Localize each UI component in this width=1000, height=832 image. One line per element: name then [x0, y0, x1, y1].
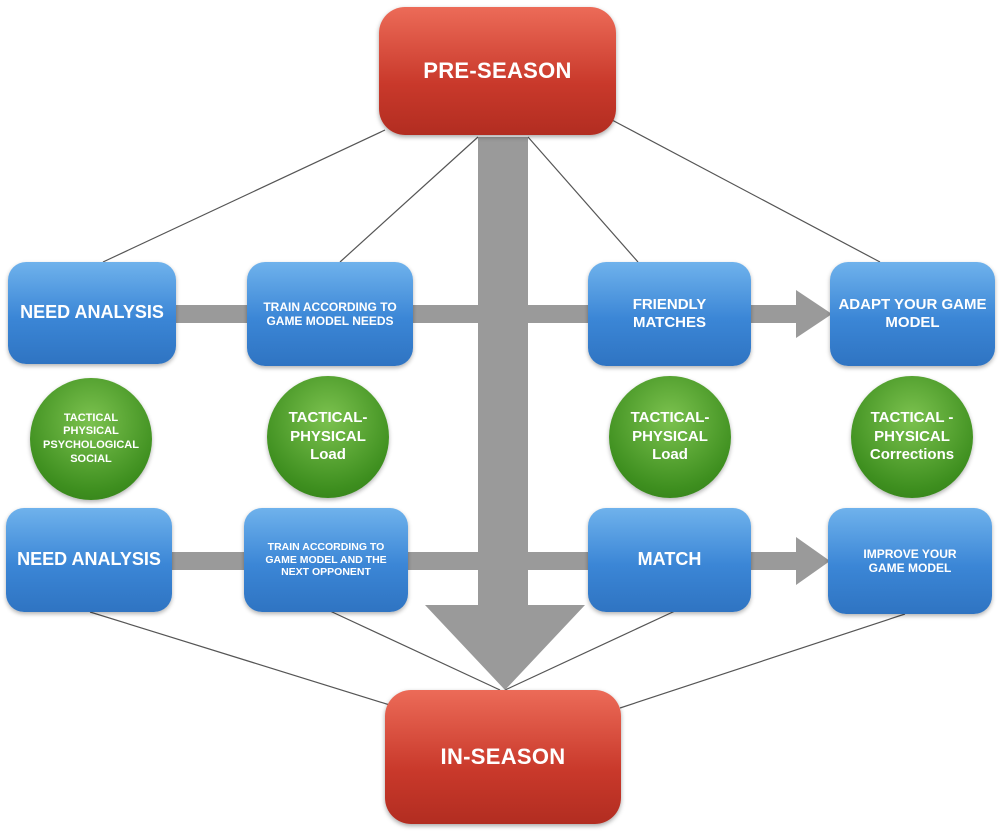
improve-game-model-label: IMPROVE YOUR GAME MODEL — [863, 546, 957, 575]
season-transition-arrow — [425, 137, 585, 690]
focus-circle-corrections: TACTICAL - PHYSICAL Corrections — [851, 376, 973, 498]
preseason-need-analysis-label: NEED ANALYSIS — [20, 302, 164, 323]
connector-line — [527, 136, 639, 263]
connector-line — [504, 610, 676, 691]
friendly-matches-box: FRIENDLY MATCHES — [588, 262, 751, 366]
in-season-box: IN-SEASON — [385, 690, 621, 824]
preseason-flow-arrowhead — [796, 290, 832, 338]
preseason-train-box: TRAIN ACCORDING TO GAME MODEL NEEDS — [247, 262, 413, 366]
connector-line — [89, 611, 394, 707]
inseason-need-analysis-label: NEED ANALYSIS — [17, 549, 161, 570]
pre-season-label: PRE-SEASON — [423, 58, 572, 83]
focus-circle-load-preseason: TACTICAL- PHYSICAL Load — [267, 376, 389, 498]
improve-game-model-box: IMPROVE YOUR GAME MODEL — [828, 508, 992, 614]
circle-2-label: TACTICAL- PHYSICAL Load — [288, 408, 368, 464]
in-season-label: IN-SEASON — [440, 744, 566, 769]
connector-line — [339, 136, 479, 263]
preseason-train-label: TRAIN ACCORDING TO GAME MODEL NEEDS — [263, 299, 397, 328]
circle-3-label: TACTICAL- PHYSICAL Load — [630, 408, 710, 464]
match-label: MATCH — [637, 549, 702, 570]
focus-circle-load-friendly: TACTICAL- PHYSICAL Load — [609, 376, 731, 498]
inseason-train-label: TRAIN ACCORDING TO GAME MODEL AND THE NE… — [265, 541, 387, 579]
circle-4-label: TACTICAL - PHYSICAL Corrections — [869, 408, 955, 464]
connector-line — [611, 119, 881, 263]
match-box: MATCH — [588, 508, 751, 612]
connector-line — [619, 613, 906, 709]
inseason-train-box: TRAIN ACCORDING TO GAME MODEL AND THE NE… — [244, 508, 408, 612]
pre-season-box: PRE-SEASON — [379, 7, 616, 135]
inseason-need-analysis-box: NEED ANALYSIS — [6, 508, 172, 612]
focus-circle-tactical-physical-psychological-social: TACTICAL PHYSICAL PSYCHOLOGICAL SOCIAL — [30, 378, 152, 500]
adapt-game-model-box: ADAPT YOUR GAME MODEL — [830, 262, 995, 366]
connector-line — [329, 610, 501, 691]
adapt-game-model-label: ADAPT YOUR GAME MODEL — [838, 296, 987, 331]
inseason-flow-arrowhead — [796, 537, 830, 585]
circle-1-label: TACTICAL PHYSICAL PSYCHOLOGICAL SOCIAL — [43, 411, 139, 465]
connector-line — [102, 129, 386, 263]
friendly-matches-label: FRIENDLY MATCHES — [632, 296, 707, 331]
preseason-need-analysis-box: NEED ANALYSIS — [8, 262, 176, 364]
